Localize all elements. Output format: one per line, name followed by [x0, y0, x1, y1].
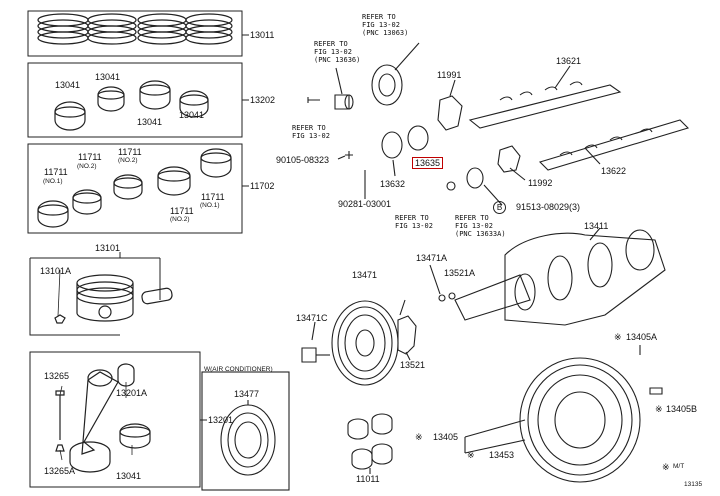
label-13621: 13621 — [556, 56, 582, 66]
label-13411: 13411 — [584, 221, 609, 231]
label-13521: 13521 — [400, 360, 426, 370]
label-11711-e: 11711 — [170, 206, 194, 216]
label-90281: 90281-03001 — [338, 199, 392, 209]
star-13453: ※ — [467, 450, 475, 460]
label-11711-c-sub: (NO.2) — [118, 157, 138, 164]
star-mt: ※ — [662, 462, 670, 472]
label-11711-a: 11711 — [44, 167, 68, 177]
label-11711-c: 11711 — [118, 147, 142, 157]
label-11711-a-sub: (NO.1) — [43, 178, 63, 185]
label-ac: W(AIR CONDITIONER) — [204, 366, 273, 373]
flywheel — [464, 345, 663, 483]
ref-fig-left: REFER TO FIG 13-02 — [292, 124, 330, 140]
crank-pulley — [301, 264, 456, 386]
label-13041-c: 13041 — [137, 117, 163, 127]
label-13101a: 13101A — [40, 266, 72, 276]
label-13471c: 13471C — [296, 313, 328, 323]
label-11011: 11011 — [356, 474, 380, 484]
label-13477: 13477 — [234, 389, 260, 399]
leader-lines — [57, 269, 133, 461]
label-11711-b-sub: (NO.2) — [77, 163, 97, 170]
label-11992: 11992 — [528, 178, 553, 188]
label-90105: 90105-08323 — [276, 155, 330, 165]
ref-13633a: REFER TO FIG 13-02 (PNC 13633A) — [455, 214, 506, 238]
label-13041-d: 13041 — [179, 110, 205, 120]
label-13201: 13201 — [208, 415, 234, 425]
label-13265a: 13265A — [44, 466, 76, 476]
label-mt: M/T — [673, 463, 685, 470]
star-13405b: ※ — [655, 404, 663, 414]
rear-bearings — [347, 413, 393, 474]
label-corner: 13135 — [684, 481, 703, 488]
label-11991: 11991 — [437, 70, 462, 80]
label-13521a: 13521A — [444, 268, 476, 278]
label-13471a: 13471A — [416, 253, 448, 263]
label-13101: 13101 — [95, 243, 121, 253]
star-13405: ※ — [415, 432, 423, 442]
label-13041-rod: 13041 — [116, 471, 142, 481]
box-thrust — [27, 143, 249, 234]
ref-13063: REFER TO FIG 13-02 (PNC 13063) — [362, 13, 409, 37]
label-11711-e-sub: (NO.2) — [170, 216, 190, 223]
star-13405a: ※ — [614, 332, 622, 342]
box-rod — [29, 351, 207, 488]
ac-pulley-box — [201, 371, 290, 491]
box-rings — [27, 10, 249, 57]
label-13201a: 13201A — [116, 388, 148, 398]
label-13471: 13471 — [352, 270, 378, 280]
box-piston — [29, 252, 173, 336]
label-13405b: 13405B — [666, 404, 698, 414]
label-91513: 91513-08029(3) — [516, 202, 581, 212]
label-13011: 13011 — [250, 30, 275, 40]
label-13453: 13453 — [489, 450, 515, 460]
label-13632: 13632 — [380, 179, 406, 189]
circle-b-mark: B — [493, 201, 506, 214]
label-13265: 13265 — [44, 371, 70, 381]
label-11711-d: 11711 — [201, 192, 225, 202]
label-13041-a: 13041 — [55, 80, 81, 90]
label-11711-b: 11711 — [78, 152, 102, 162]
ref-fig-bottom: REFER TO FIG 13-02 — [395, 214, 433, 230]
crankshaft — [454, 227, 666, 326]
label-13405: 13405 — [433, 432, 459, 442]
ref-13636: REFER TO FIG 13-02 (PNC 13636) — [314, 40, 361, 64]
label-13622: 13622 — [601, 166, 627, 176]
label-13041-b: 13041 — [95, 72, 121, 82]
camshaft-area — [307, 42, 690, 206]
label-13405a: 13405A — [626, 332, 658, 342]
label-13202: 13202 — [250, 95, 276, 105]
box-bearings — [27, 62, 249, 138]
label-11711-d-sub: (NO.1) — [200, 202, 220, 209]
label-13635-highlighted[interactable]: 13635 — [411, 157, 444, 169]
label-11702: 11702 — [250, 181, 275, 191]
